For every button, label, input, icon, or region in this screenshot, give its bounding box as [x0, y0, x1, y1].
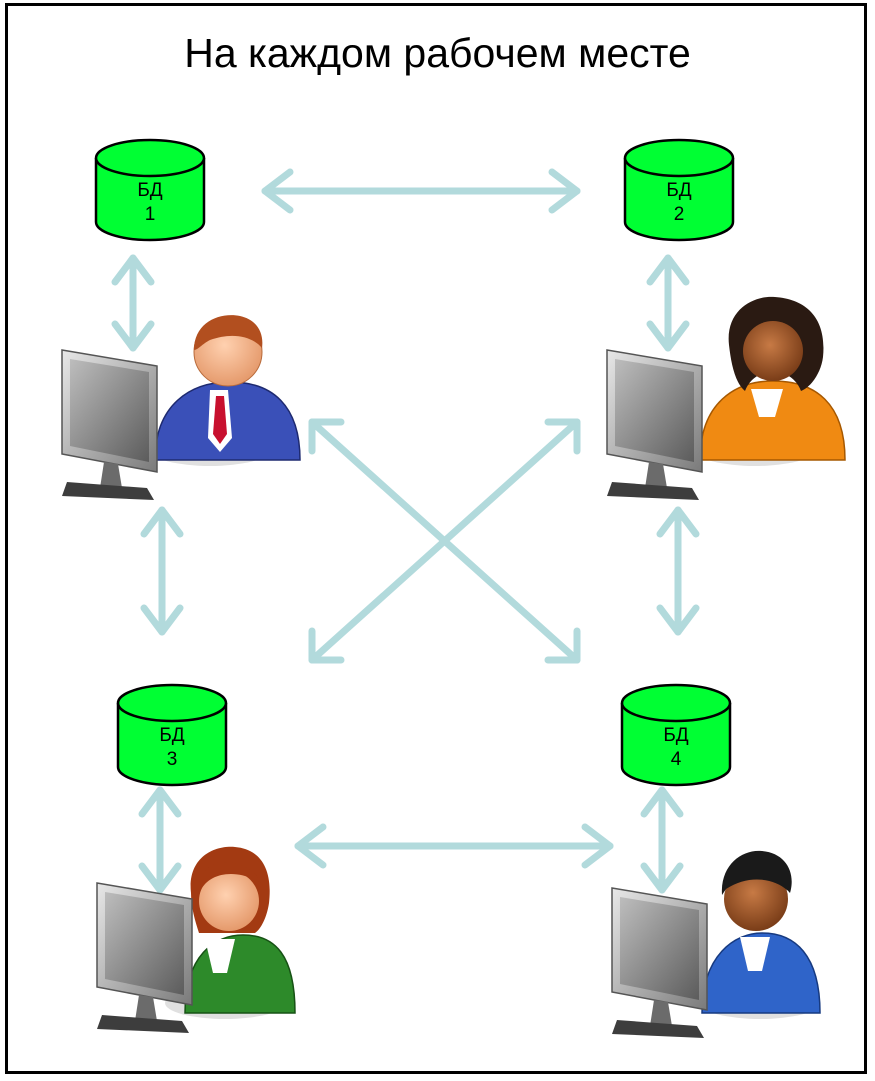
database-cylinder-3: БД 3: [116, 683, 228, 787]
arrow-user1-user3: [140, 506, 184, 636]
arrow-db2-user2: [646, 254, 690, 352]
arrow-user2-user3-diagonal: [308, 418, 581, 664]
workstation-user-icon-male-blue: [611, 850, 821, 1039]
arrow-user2-user4: [656, 506, 700, 636]
database-cylinder-4: БД 4: [620, 683, 732, 787]
arrow-db1-db2: [261, 168, 581, 214]
workstation-user-icon-female-green: [96, 846, 296, 1034]
connection-arrows: [111, 168, 700, 894]
database-label-title: БД: [666, 180, 691, 201]
database-label-number: 3: [167, 749, 178, 770]
database-label-title: БД: [137, 180, 162, 201]
arrow-db1-user1: [111, 254, 155, 352]
arrow-user3-user4: [294, 823, 614, 869]
diagram-title: На каждом рабочем месте: [184, 30, 691, 76]
arrow-db3-user3: [138, 786, 182, 894]
database-label-number: 1: [145, 204, 156, 225]
arrow-db4-user4: [640, 786, 684, 894]
database-label-title: БД: [663, 725, 688, 746]
workstation-user-icon-female-orange: [606, 296, 846, 501]
database-cylinder-1: БД 1: [94, 138, 206, 242]
database-label-number: 2: [674, 204, 685, 225]
database-label-title: БД: [159, 725, 184, 746]
workstation-user-icon-male-red-tie: [61, 315, 301, 501]
database-label-number: 4: [671, 749, 682, 770]
database-cylinder-2: БД 2: [623, 138, 735, 242]
